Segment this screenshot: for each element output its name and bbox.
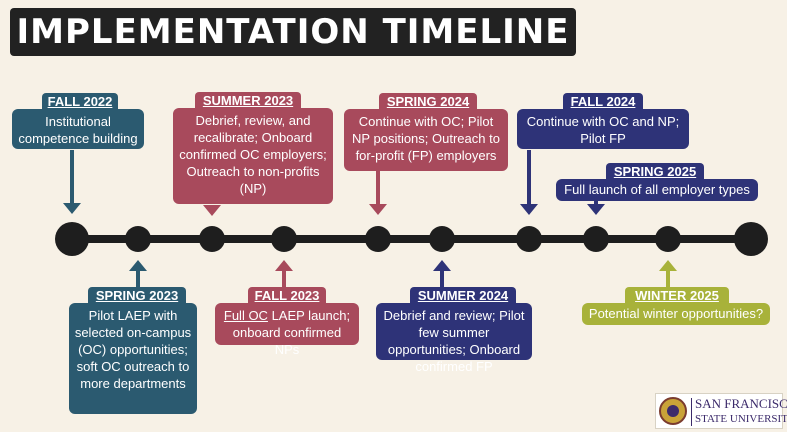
arrow-summer-2024 (433, 260, 451, 287)
winter-2025-heading: WINTER 2025 (625, 287, 729, 305)
university-seal-icon (659, 397, 687, 425)
spring-2024-text: Continue with OC; Pilot NP positions; Ou… (344, 109, 508, 171)
fall-2023-text: Full OC LAEP launch; onboard confirmed N… (215, 303, 359, 357)
spring-2025-text: Full launch of all employer types (556, 179, 758, 201)
spring-2023-text: Pilot LAEP with selected on-campus (OC) … (69, 303, 197, 414)
arrow-fall-2024 (520, 150, 538, 215)
arrow-summer-2023 (203, 205, 221, 216)
arrow-spring-2024 (369, 170, 387, 215)
timeline-node-spring-2023 (125, 226, 151, 252)
timeline-node-fall-2023 (271, 226, 297, 252)
sfsu-logo: SAN FRANCISCO STATE UNIVERSITY (655, 393, 787, 429)
summer-2024-heading: SUMMER 2024 (410, 287, 516, 305)
arrow-winter-2025 (659, 260, 677, 287)
fall-2024-text: Continue with OC and NP; Pilot FP (517, 109, 689, 149)
summer-2023-text: Debrief, review, and recalibrate; Onboar… (173, 108, 333, 204)
timeline-node-summer-2024 (429, 226, 455, 252)
timeline-node-end (734, 222, 768, 256)
arrow-spring-2023 (129, 260, 147, 287)
fall-2022-text: Institutional competence building (12, 109, 144, 149)
fall-2024-heading: FALL 2024 (563, 93, 643, 111)
timeline-node-start (55, 222, 89, 256)
winter-2025-text: Potential winter opportunities? (582, 303, 770, 325)
arrow-spring-2025 (587, 200, 605, 215)
spring-2024-heading: SPRING 2024 (379, 93, 477, 111)
arrow-fall-2022 (63, 150, 81, 214)
timeline-node-winter-2025 (655, 226, 681, 252)
timeline-node-summer-2023 (199, 226, 225, 252)
summer-2024-text: Debrief and review; Pilot few summer opp… (376, 303, 532, 374)
arrow-fall-2023 (275, 260, 293, 287)
fall-2023-heading: FALL 2023 (248, 287, 326, 305)
fall-2023-text-underlined: Full OC (223, 308, 268, 323)
logo-line-2: STATE UNIVERSITY (695, 413, 787, 425)
page-title: IMPLEMENTATION TIMELINE (10, 8, 576, 56)
spring-2025-heading: SPRING 2025 (606, 163, 704, 181)
timeline-node-fall-2024 (516, 226, 542, 252)
fall-2022-heading: FALL 2022 (42, 93, 118, 111)
spring-2023-heading: SPRING 2023 (88, 287, 186, 305)
fall-2023-text-rest: LAEP launch; onboard confirmed NPs (232, 308, 351, 357)
summer-2023-heading: SUMMER 2023 (195, 92, 301, 110)
logo-line-1: SAN FRANCISCO (695, 396, 787, 411)
timeline-node-spring-2025 (583, 226, 609, 252)
timeline-node-spring-2024 (365, 226, 391, 252)
